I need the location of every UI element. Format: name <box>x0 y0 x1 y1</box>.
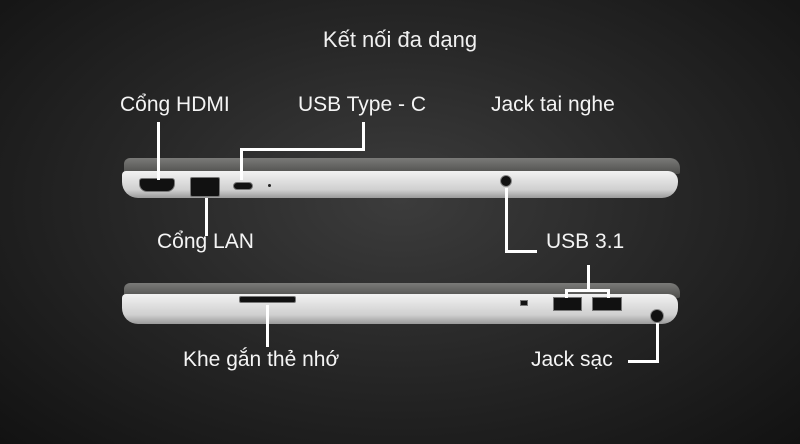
usb-c-port <box>233 182 253 190</box>
usb-a-port-2 <box>592 297 622 311</box>
label-usb31: USB 3.1 <box>546 230 625 253</box>
usb-a-port-1 <box>553 297 582 311</box>
headphone-jack <box>500 175 512 187</box>
label-usb-c: USB Type - C <box>298 93 426 116</box>
label-headphone-jack: Jack tai nghe <box>491 93 615 116</box>
label-hdmi: Cổng HDMI <box>120 93 230 116</box>
label-power-jack: Jack sạc <box>531 348 613 371</box>
lock-slot <box>520 300 528 306</box>
label-lan: Cổng LAN <box>157 230 254 253</box>
hdmi-port <box>139 178 175 192</box>
label-card-slot: Khe gắn thẻ nhớ <box>183 348 340 371</box>
power-jack <box>650 309 664 323</box>
card-slot <box>239 296 296 303</box>
page-title: Kết nối đa dạng <box>322 27 478 52</box>
lan-port <box>190 177 220 197</box>
